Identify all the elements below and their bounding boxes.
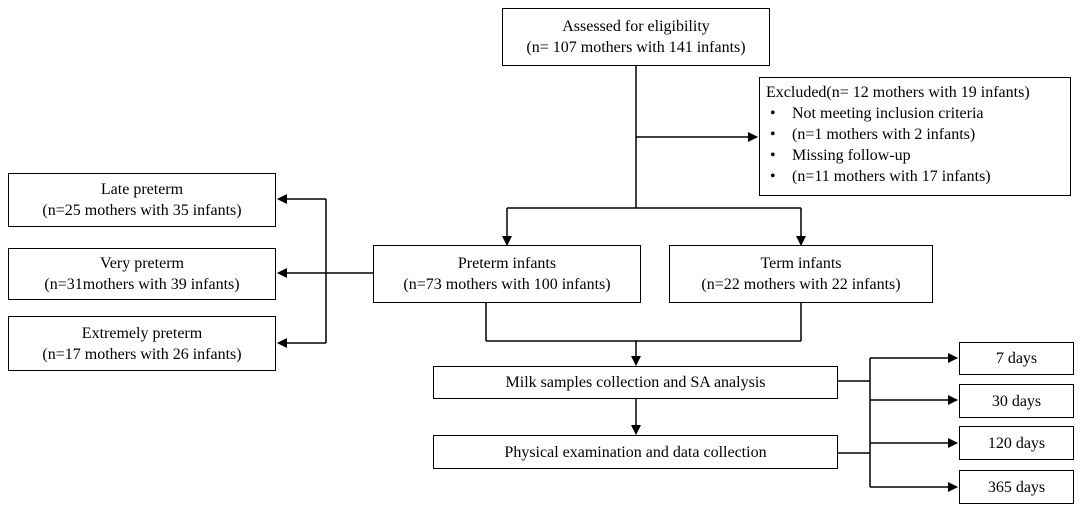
excluded-item: • (n=11 mothers with 17 infants) [766, 166, 991, 187]
extremely-preterm-title: Extremely preterm [81, 324, 203, 342]
milk-box: Milk samples collection and SA analysis [433, 366, 838, 399]
timepoint-label: 365 days [987, 478, 1046, 496]
milk-label: Milk samples collection and SA analysis [505, 374, 766, 391]
very-preterm-detail: (n=31mothers with 39 infants) [44, 276, 240, 293]
timepoint-label: 120 days [987, 434, 1046, 452]
term-box: Term infants (n=22 mothers with 22 infan… [669, 245, 933, 303]
extremely-preterm-detail: (n=17 mothers with 26 infants) [42, 345, 242, 363]
physical-box: Physical examination and data collection [433, 435, 838, 469]
excluded-item-text: Not meeting inclusion criteria [792, 105, 984, 122]
physical-label: Physical examination and data collection [504, 443, 767, 461]
bullet-icon: • [770, 126, 776, 143]
preterm-detail: (n=73 mothers with 100 infants) [403, 276, 611, 293]
assessed-detail: (n= 107 mothers with 141 infants) [526, 39, 746, 56]
timepoint-365-days-box: 365 days [959, 470, 1074, 504]
term-detail: (n=22 mothers with 22 infants) [701, 276, 901, 293]
term-title: Term infants [760, 255, 842, 272]
assessed-box: Assessed for eligibility (n= 107 mothers… [502, 8, 770, 66]
excluded-item-text: (n=1 mothers with 2 infants) [792, 126, 976, 143]
timepoint-30-days-box: 30 days [959, 384, 1074, 418]
excluded-item-text: Missing follow-up [792, 147, 911, 164]
excluded-box: Excluded(n= 12 mothers with 19 infants) … [759, 77, 1071, 196]
timepoint-7-days-box: 7 days [959, 342, 1074, 375]
timepoint-label: 30 days [991, 392, 1042, 410]
excluded-item: • Missing follow-up [766, 145, 911, 166]
bullet-icon: • [770, 105, 776, 122]
extremely-preterm-box: Extremely preterm (n=17 mothers with 26 … [8, 316, 276, 371]
preterm-title: Preterm infants [457, 255, 557, 272]
late-preterm-box: Late preterm (n=25 mothers with 35 infan… [8, 173, 276, 227]
timepoint-120-days-box: 120 days [959, 426, 1074, 460]
assessed-title: Assessed for eligibility [562, 18, 710, 35]
excluded-item: • (n=1 mothers with 2 infants) [766, 124, 975, 145]
very-preterm-box: Very preterm (n=31mothers with 39 infant… [8, 248, 276, 300]
timepoint-label: 7 days [995, 350, 1038, 367]
very-preterm-title: Very preterm [100, 255, 184, 272]
late-preterm-title: Late preterm [100, 181, 184, 198]
preterm-box: Preterm infants (n=73 mothers with 100 i… [373, 245, 641, 303]
bullet-icon: • [770, 168, 776, 185]
late-preterm-detail: (n=25 mothers with 35 infants) [42, 202, 242, 219]
excluded-item: • Not meeting inclusion criteria [766, 103, 984, 124]
bullet-icon: • [770, 147, 776, 164]
excluded-title: Excluded(n= 12 mothers with 19 infants) [766, 84, 1030, 101]
excluded-item-text: (n=11 mothers with 17 infants) [792, 168, 991, 185]
